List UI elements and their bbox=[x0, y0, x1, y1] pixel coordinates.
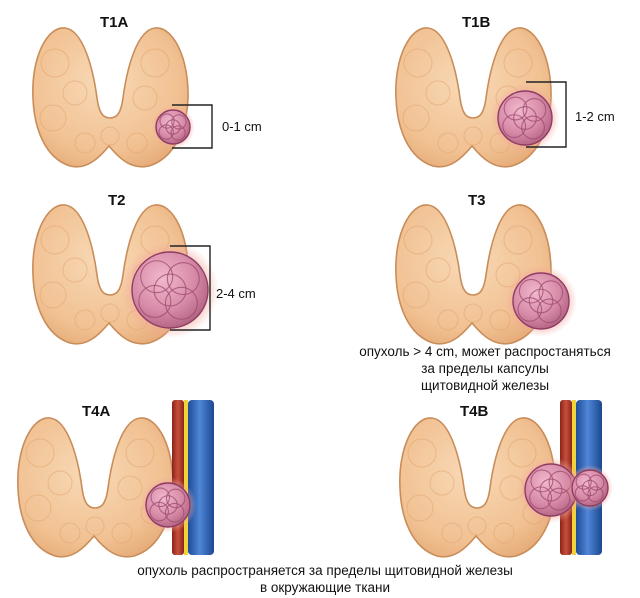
tumor-t1b bbox=[490, 83, 560, 153]
stage-label-t4a: T4A bbox=[82, 403, 111, 420]
size-label-t1a: 0-1 cm bbox=[222, 119, 262, 134]
size-label-t1b: 1-2 cm bbox=[575, 109, 615, 124]
stage-label-t3: T3 bbox=[468, 192, 486, 209]
stage-label-t1b: T1B bbox=[462, 14, 491, 31]
tumor-t4b bbox=[517, 456, 614, 524]
bracket-t2 bbox=[170, 245, 211, 331]
t4-caption-line-1: опухоль распространяется за пределы щито… bbox=[137, 563, 513, 578]
t4-caption: опухоль распространяется за пределы щито… bbox=[110, 562, 540, 596]
gland-t1a bbox=[32, 27, 189, 168]
size-label-t2: 2-4 cm bbox=[216, 286, 256, 301]
vessels-t4a bbox=[172, 400, 214, 555]
stage-label-t4b: T4B bbox=[460, 403, 489, 420]
tumor-t4b-main bbox=[517, 456, 585, 524]
tumor-t1a bbox=[151, 105, 195, 149]
bracket-t1a bbox=[172, 104, 213, 149]
bracket-t1b bbox=[526, 81, 567, 148]
t3-caption-line-2: за пределы капсулы bbox=[421, 361, 549, 376]
stage-label-t1a: T1A bbox=[100, 14, 129, 31]
gland-t4b bbox=[399, 417, 556, 558]
tumor-t3 bbox=[505, 265, 577, 337]
tumor-t4a bbox=[139, 476, 197, 534]
tumor-t2 bbox=[121, 241, 219, 339]
t4-caption-line-2: в окружающие ткани bbox=[259, 580, 391, 595]
tumor-t4b-invasion bbox=[566, 464, 614, 512]
t3-caption-line-3: щитовидной железы bbox=[420, 378, 550, 393]
stage-label-t2: T2 bbox=[108, 192, 126, 209]
t3-caption-line-1: опухоль > 4 cm, может распростаняться bbox=[359, 344, 611, 359]
t3-caption: опухоль > 4 cm, может распростаняться за… bbox=[335, 343, 635, 394]
